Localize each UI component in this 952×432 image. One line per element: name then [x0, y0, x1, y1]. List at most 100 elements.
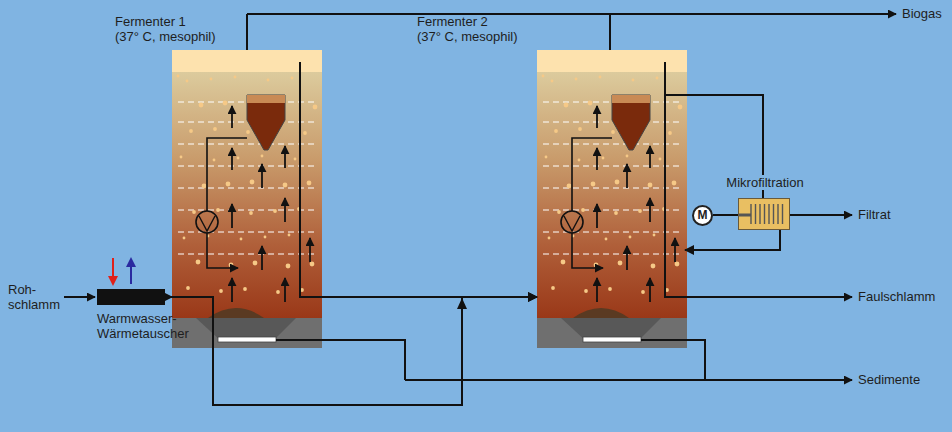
flow-arrow — [284, 146, 286, 168]
gas-bubble — [313, 105, 318, 110]
gas-bubble — [273, 209, 277, 213]
gas-bubble — [219, 289, 223, 293]
fermenter-illustration — [207, 233, 238, 268]
fermenter-illustration — [207, 138, 247, 211]
node-sublabel: (37° C, mesophil) — [115, 29, 216, 44]
fermenter-tank: Fermenter 2(37° C, mesophil) — [537, 50, 685, 348]
node-label: Fermenter 2 — [417, 14, 518, 29]
filter-fins — [739, 199, 789, 229]
gas-bubble — [202, 184, 207, 189]
flow-arrow — [309, 238, 311, 262]
microfiltration-unit: Mikrofiltration — [738, 198, 790, 230]
fermenter-illustration — [178, 188, 318, 189]
gas-bubble — [216, 208, 220, 212]
gas-bubble — [261, 155, 264, 158]
heat-flow-arrow — [108, 257, 136, 286]
pipe-line — [405, 379, 852, 381]
heat-flow-arrow — [126, 257, 136, 267]
gas-bubble — [250, 180, 255, 185]
flow-arrow — [261, 164, 263, 188]
label-holder: Fermenter 1(37° C, mesophil) — [115, 14, 216, 44]
pipe-connector — [685, 230, 780, 250]
gas-bubble — [177, 75, 180, 78]
gas-bubble — [291, 77, 294, 80]
gas-bubble — [210, 78, 213, 81]
fermenter-illustration — [178, 232, 318, 233]
fermenter-illustration — [208, 308, 264, 318]
gas-bubble — [246, 130, 250, 134]
fermenter-illustration — [172, 50, 322, 348]
gas-bubble — [249, 211, 253, 215]
pipe-line — [246, 14, 248, 50]
fermenter-illustration — [172, 318, 322, 348]
flow-label: Sedimente — [858, 372, 920, 387]
flow-arrow — [231, 106, 233, 128]
flow-arrow — [284, 198, 286, 222]
fermenter-illustration — [177, 75, 318, 294]
pipe-line — [247, 13, 896, 15]
flow-arrow — [231, 148, 233, 170]
label-holder: Warmwasser- Wärmetauscher — [97, 311, 201, 341]
gas-bubble — [186, 286, 190, 290]
flow-arrow — [261, 246, 263, 270]
fermenter-illustration — [178, 210, 318, 211]
pipe-connector — [165, 297, 537, 405]
fermenter-illustration — [247, 95, 285, 103]
gas-bubble — [226, 182, 231, 187]
filter-fin — [764, 204, 765, 224]
flow-label: Faulschlamm — [858, 289, 935, 304]
gas-bubble — [180, 156, 183, 159]
fermenter-illustration — [218, 337, 276, 342]
fermenter-illustration — [537, 50, 687, 348]
fermenter-illustration — [178, 166, 318, 167]
pipe-line — [609, 14, 611, 50]
flow-label: Roh- schlamm — [8, 282, 64, 312]
gas-bubble — [240, 238, 243, 241]
gas-bubble — [213, 159, 216, 162]
fermenter-illustration — [232, 106, 310, 302]
fermenter-illustration — [196, 318, 296, 342]
node-sublabel: (37° C, mesophil) — [417, 29, 518, 44]
node-label: M — [698, 208, 708, 223]
flow-label: Filtrat — [858, 207, 891, 222]
gas-bubble — [283, 183, 288, 188]
pipe-line — [64, 296, 95, 298]
gas-bubble — [310, 262, 315, 267]
gas-bubble — [192, 210, 196, 214]
gas-bubble — [199, 103, 204, 108]
node-label: Mikrofiltration — [726, 175, 803, 190]
heat-exchanger: Warmwasser- Wärmetauscher — [97, 289, 165, 305]
motor-shaft — [739, 214, 751, 217]
gas-bubble — [196, 260, 201, 265]
pipe-connector — [713, 214, 738, 216]
gas-bubble — [253, 261, 258, 266]
gas-bubble — [288, 234, 291, 237]
fermenter-illustration — [178, 254, 318, 255]
filter-fin — [782, 204, 783, 224]
label-holder: Mikrofiltration — [723, 175, 806, 190]
fermenter-illustration — [178, 144, 318, 145]
node-label: Fermenter 1 — [115, 14, 216, 29]
motor-circle: M — [692, 205, 713, 226]
filter-fin — [759, 204, 760, 224]
filter-fin — [768, 204, 769, 224]
flow-arrow — [284, 278, 286, 302]
gas-bubble — [183, 237, 186, 240]
gas-bubble — [276, 290, 280, 294]
label-holder: Fermenter 2(37° C, mesophil) — [417, 14, 518, 44]
gas-bubble — [189, 129, 193, 133]
gas-bubble — [234, 76, 237, 79]
fermenter-tank: Fermenter 1(37° C, mesophil) — [172, 50, 322, 348]
filter-fin — [773, 204, 774, 224]
pipe-line — [641, 340, 705, 380]
pipe-line — [685, 296, 852, 298]
pipe-line — [790, 214, 852, 216]
gas-bubble — [307, 181, 312, 186]
heat-flow-arrow — [108, 276, 118, 286]
fermenter-illustration — [178, 102, 318, 254]
pipe-line — [276, 340, 405, 380]
flow-arrow — [231, 204, 233, 228]
gas-bubble — [303, 131, 307, 135]
